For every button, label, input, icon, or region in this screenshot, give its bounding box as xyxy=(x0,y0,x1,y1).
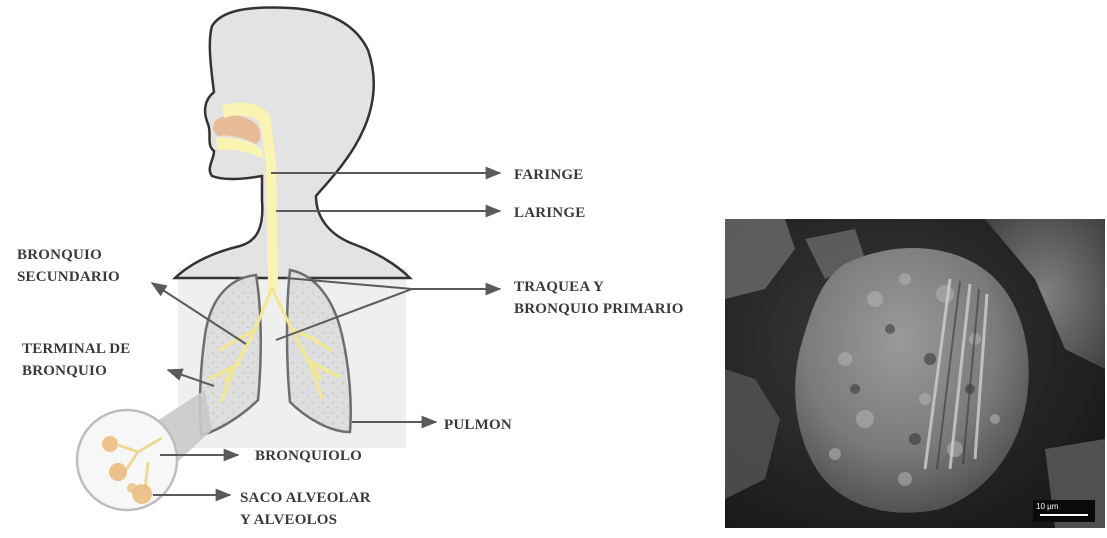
label-line: Y ALVEOLOS xyxy=(240,509,371,531)
label-bronquio-secundario: BRONQUIO SECUNDARIO xyxy=(17,244,120,288)
label-line: SECUNDARIO xyxy=(17,266,120,288)
scale-bar-label: 10 µm xyxy=(1036,502,1058,511)
label-faringe: FARINGE xyxy=(514,164,583,186)
label-bronquiolo: BRONQUIOLO xyxy=(255,445,362,467)
label-laringe: LARINGE xyxy=(514,202,585,224)
label-line: BRONQUIO xyxy=(22,360,130,382)
label-line: BRONQUIO xyxy=(17,244,120,266)
label-line: TRAQUEA Y xyxy=(514,276,684,298)
body-silhouette xyxy=(175,8,410,278)
label-traquea-bronquio-primario: TRAQUEA Y BRONQUIO PRIMARIO xyxy=(514,276,684,320)
label-saco-alveolar: SACO ALVEOLAR Y ALVEOLOS xyxy=(240,487,371,531)
label-line: TERMINAL DE xyxy=(22,338,130,360)
sem-micrograph xyxy=(725,219,1105,528)
label-pulmon: PULMON xyxy=(444,414,512,436)
label-terminal-bronquio: TERMINAL DE BRONQUIO xyxy=(22,338,130,382)
label-line: BRONQUIO PRIMARIO xyxy=(514,298,684,320)
label-line: SACO ALVEOLAR xyxy=(240,487,371,509)
